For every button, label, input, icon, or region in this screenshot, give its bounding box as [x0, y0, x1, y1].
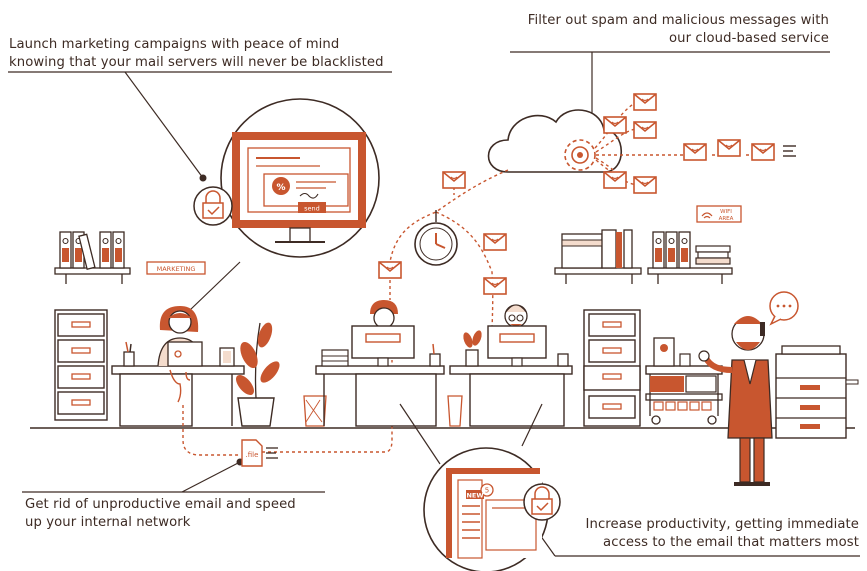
wifi-sign-label-line1: WIFI [720, 209, 732, 215]
desk-middle [315, 300, 445, 427]
clock-icon [414, 210, 458, 266]
left-shelf [54, 231, 131, 284]
gear-icon [564, 139, 596, 171]
envelope-icon [633, 121, 657, 139]
caption-bottom-right-line2: access to the email that matters most [603, 535, 859, 550]
file-icon [241, 439, 278, 467]
coffee-station [645, 337, 723, 425]
caption-bottom-left-line1: Get rid of unproductive email and speed [25, 497, 296, 512]
envelope-icon [633, 93, 657, 111]
caption-top-right: Filter out spam and malicious messages w… [528, 12, 829, 48]
caption-top-left: Launch marketing campaigns with peace of… [9, 36, 384, 72]
marketing-sign [146, 261, 206, 275]
file-label: .file [246, 451, 259, 459]
right-shelf-binders [647, 231, 733, 284]
lock-icon [193, 186, 233, 226]
speed-lines [783, 145, 796, 157]
waste-basket [303, 395, 327, 427]
envelope-icon [603, 171, 627, 189]
caption-bottom-left-line2: up your internal network [25, 515, 191, 530]
right-shelf-boxes [554, 229, 642, 284]
envelope-icon [633, 176, 657, 194]
envelope-icon [683, 143, 707, 161]
incoming-spam-envelopes [603, 93, 775, 194]
notification-badge: 5 [485, 487, 489, 495]
envelope-icon [378, 261, 402, 279]
copier-machine [775, 345, 859, 439]
new-badge: NEW [466, 492, 483, 500]
caption-bottom-right-line1: Increase productivity, getting immediate [585, 517, 859, 532]
zoom-circle-inbox [399, 403, 549, 571]
zoom-circle-marketing-screen [189, 98, 380, 311]
waste-basket [447, 395, 463, 427]
marketing-sign-label: MARKETING [157, 265, 196, 273]
envelope-icon [483, 233, 507, 251]
percent-badge: % [276, 183, 285, 193]
envelope-icon [483, 277, 507, 295]
file-transfer-path [182, 360, 393, 456]
caption-bottom-right: Increase productivity, getting immediate… [586, 516, 860, 552]
desk-marketing [111, 306, 245, 427]
caption-top-right-line1: Filter out spam and malicious messages w… [527, 13, 829, 28]
lock-icon [523, 483, 561, 521]
envelope-icon [442, 171, 466, 189]
cloud-icon [487, 109, 623, 173]
desk-boss [449, 304, 573, 427]
caption-top-left-line1: Launch marketing campaigns with peace of… [9, 37, 340, 52]
envelope-icon [717, 139, 741, 157]
wifi-sign [696, 205, 742, 223]
envelope-icon [603, 116, 627, 134]
potted-plant [236, 322, 280, 427]
callout-lines [8, 51, 860, 557]
man-on-phone [698, 316, 773, 486]
send-button: send [304, 205, 320, 213]
envelope-icon [751, 143, 775, 161]
wifi-sign-label-line2: AREA [719, 216, 734, 222]
caption-top-left-line2: knowing that your mail servers will neve… [9, 55, 384, 70]
right-filing-cabinet [583, 309, 641, 427]
speech-bubble-icon [769, 291, 799, 326]
caption-top-right-line2: our cloud-based service [668, 31, 829, 46]
left-filing-cabinet [54, 309, 108, 421]
caption-bottom-left: Get rid of unproductive email and speed … [25, 496, 296, 532]
